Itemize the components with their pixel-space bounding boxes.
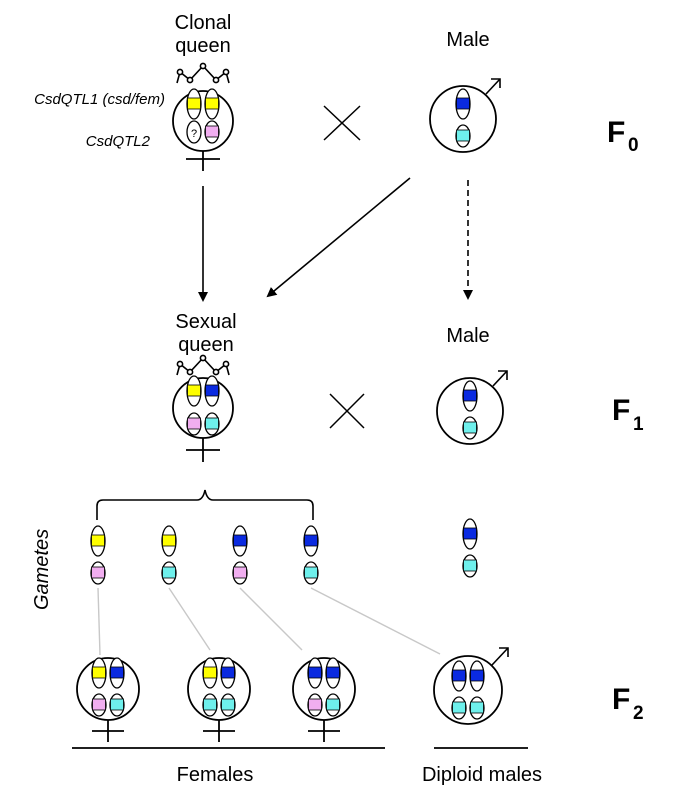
- svg-text:F: F: [612, 683, 630, 716]
- male-f1-label: Male: [446, 325, 489, 347]
- crown-icon: [176, 354, 230, 376]
- f2-diploid-male: [433, 655, 503, 725]
- chromosome-sq-2b: [204, 412, 220, 436]
- male-symbol-icon: [485, 78, 501, 95]
- gametes-brace: [96, 489, 314, 520]
- male-symbol-icon: [491, 647, 509, 666]
- gamete-yellow-cyan: [161, 525, 177, 585]
- male-f0-label: Male: [446, 29, 489, 51]
- csdqtl1-label: CsdQTL1 (csd/fem): [34, 91, 165, 108]
- female-symbol-icon: [186, 151, 220, 171]
- gamete-blue-cyan: [303, 525, 319, 585]
- sexual-queen-cell: [172, 375, 234, 439]
- csdqtl2-label: CsdQTL2: [86, 133, 151, 150]
- svg-text:1: 1: [633, 414, 644, 435]
- gamete-yellow-pink: [90, 525, 106, 585]
- clonal-queen-cell: ?: [172, 88, 234, 152]
- generation-label-f1: F 1: [612, 394, 644, 435]
- f2-female-2: [187, 657, 251, 721]
- chromosome-csdqtl2-unknown: ?: [186, 120, 202, 144]
- clonal-queen-label-line2: queen: [175, 35, 231, 57]
- arrow-male-to-sexual-queen: [266, 177, 411, 298]
- chromosome-male-f0-2: [455, 124, 471, 148]
- chromosome-sq-1a: [186, 375, 202, 407]
- svg-text:0: 0: [628, 135, 639, 156]
- female-symbol-icon: [203, 720, 235, 742]
- female-symbol-icon: [308, 720, 340, 742]
- chromosome-sq-1b: [204, 375, 220, 407]
- svg-text:F: F: [612, 394, 630, 427]
- chromosome-male-f1-1: [462, 380, 478, 412]
- male-symbol-icon: [492, 370, 508, 387]
- crown-icon: [176, 62, 230, 84]
- females-label: Females: [177, 764, 254, 786]
- svg-text:F: F: [607, 116, 625, 149]
- female-symbol-icon: [92, 720, 124, 742]
- male-f1-cell: [436, 370, 508, 445]
- sexual-queen-label-line1: Sexual: [175, 311, 236, 333]
- chromosome-male-f0-1: [455, 88, 471, 120]
- gamete-male-blue-cyan: [462, 518, 478, 578]
- diploid-males-label: Diploid males: [422, 764, 542, 786]
- gametes-label: Gametes: [31, 529, 53, 610]
- chromosome-csdqtl2-b: [204, 120, 220, 144]
- chromosome-sq-2a: [186, 412, 202, 436]
- svg-text:2: 2: [633, 703, 644, 724]
- gamete-to-offspring-lines: [97, 587, 441, 656]
- f2-female-3: [292, 657, 356, 721]
- cross-icon: [323, 105, 361, 141]
- unknown-allele-mark: ?: [191, 128, 197, 140]
- clonal-queen-label-line1: Clonal: [175, 12, 232, 34]
- chromosome-male-f1-2: [462, 416, 478, 440]
- f2-female-1: [76, 657, 140, 721]
- female-symbol-icon: [186, 438, 220, 462]
- generation-label-f2: F 2: [612, 683, 644, 724]
- male-f0-cell: [429, 78, 501, 153]
- sexual-queen-label-line2: queen: [178, 334, 234, 356]
- chromosome-csdqtl1-b: [204, 88, 220, 120]
- cross-icon: [329, 393, 365, 429]
- chromosome-csdqtl1-a: [186, 88, 202, 120]
- generation-label-f0: F 0: [607, 116, 639, 156]
- gamete-blue-pink: [232, 525, 248, 585]
